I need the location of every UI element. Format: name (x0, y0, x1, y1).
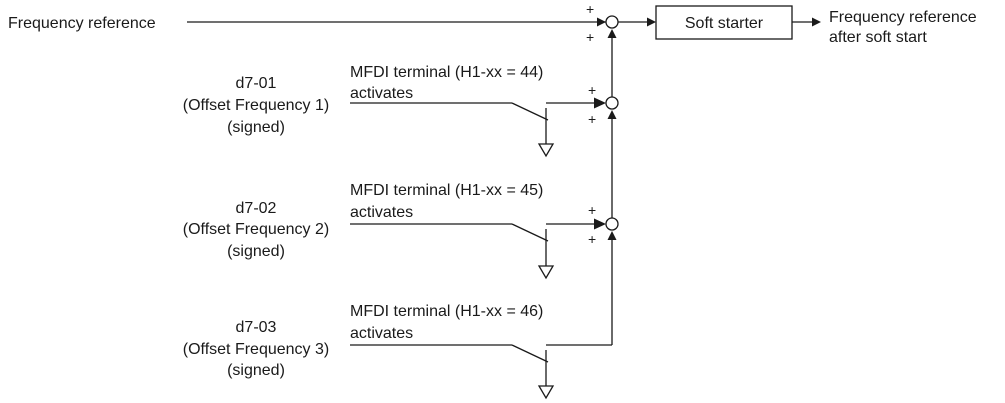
plus-sign-node1-top: + (588, 82, 596, 98)
offset-1-switch-blade (511, 102, 549, 121)
summing-node-1 (605, 96, 619, 110)
offset-1-name: (Offset Frequency 1) (183, 97, 329, 114)
offset-2-signed: (signed) (227, 243, 285, 260)
output-label-line1: Frequency reference (829, 9, 977, 26)
offset-1-arrow (594, 97, 606, 109)
plus-sign-main-bottom: + (586, 29, 594, 45)
output-label-line2: after soft start (829, 29, 927, 46)
offset-3-terminal-label: MFDI terminal (H1-xx = 46) (350, 303, 543, 320)
plus-sign-node2-bottom: + (588, 231, 596, 247)
arrow-into-node1-from-below (607, 110, 617, 119)
offset-1-signed: (signed) (227, 119, 285, 136)
frequency-reference-label: Frequency reference (8, 15, 156, 32)
arrow-into-main-summing-node (597, 17, 606, 27)
offset-3-activates-label: activates (350, 325, 413, 342)
offset-3-switch-blade (511, 344, 549, 363)
offset-1-activates-label: activates (350, 85, 413, 102)
arrow-into-main-node-from-below (607, 29, 617, 38)
offset-2-activates-label: activates (350, 204, 413, 221)
offset-3-name: (Offset Frequency 3) (183, 341, 329, 358)
offset-3-code: d7-03 (236, 319, 277, 336)
offset-1-ground-icon (537, 143, 555, 158)
arrow-into-node2-from-below (607, 231, 617, 240)
offset-2-arrow (594, 218, 606, 230)
offset-3-signed: (signed) (227, 362, 285, 379)
offset-3-ground-icon (537, 385, 555, 400)
arrow-to-output (812, 17, 821, 27)
offset-2-code: d7-02 (236, 200, 277, 217)
offset-1-terminal-label: MFDI terminal (H1-xx = 44) (350, 64, 543, 81)
offset-1-code: d7-01 (236, 75, 277, 92)
summing-node-2 (605, 217, 619, 231)
arrow-into-soft-starter (647, 17, 656, 27)
offset-2-name: (Offset Frequency 2) (183, 221, 329, 238)
offset-2-terminal-label: MFDI terminal (H1-xx = 45) (350, 182, 543, 199)
plus-sign-node2-top: + (588, 202, 596, 218)
soft-starter-label: Soft starter (685, 15, 764, 32)
plus-sign-main-top: + (586, 1, 594, 17)
offset-2-switch-blade (511, 223, 549, 242)
summing-node-main (605, 15, 619, 29)
plus-sign-node1-bottom: + (588, 111, 596, 127)
offset-2-ground-icon (537, 265, 555, 280)
